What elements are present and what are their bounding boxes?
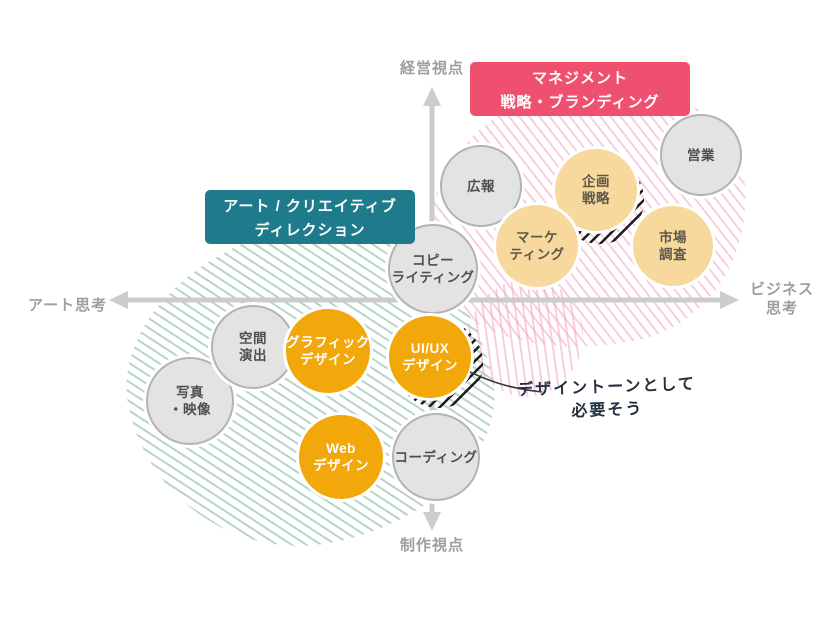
node-coding: コーディング xyxy=(392,413,480,501)
node-label-photo-video: 写真・映像 xyxy=(169,385,211,417)
node-label-sales: 営業 xyxy=(687,147,715,163)
node-market-research: 市場調査 xyxy=(630,203,716,289)
badge-art-creative-direction: アート / クリエイティブ ディレクション xyxy=(205,190,415,244)
annotation-line1: デザイントーンとして xyxy=(516,375,697,400)
node-label-graphic-design: グラフィックデザイン xyxy=(286,335,370,367)
axis-label-right: ビジネス 思考 xyxy=(742,280,822,318)
node-label-pr: 広報 xyxy=(467,178,495,194)
node-label-coding: コーディング xyxy=(394,449,478,465)
node-label-marketing: マーケティング xyxy=(509,230,565,262)
axis-label-right-line1: ビジネス xyxy=(749,281,814,298)
node-label-market-research: 市場調査 xyxy=(659,230,687,262)
node-label-space-direction: 空間演出 xyxy=(239,331,267,363)
axis-label-bottom: 制作視点 xyxy=(399,537,465,554)
node-sales: 営業 xyxy=(660,114,742,196)
axis-label-right-line2: 思考 xyxy=(765,300,798,317)
axis-label-top: 経営視点 xyxy=(399,60,465,77)
badge-mgmt-line1: マネジメント xyxy=(531,69,628,87)
badge-art-line2: ディレクション xyxy=(254,221,366,239)
axis-label-left: アート思考 xyxy=(28,297,108,314)
node-graphic-design: グラフィックデザイン xyxy=(283,306,373,396)
badge-art-line1: アート / クリエイティブ xyxy=(223,197,397,215)
badge-mgmt-line2: 戦略・ブランディング xyxy=(500,93,660,111)
badge-management-strategy-branding: マネジメント 戦略・ブランディング xyxy=(470,62,690,116)
annotation-line2: 必要そう xyxy=(571,400,644,421)
node-photo-video: 写真・映像 xyxy=(146,357,234,445)
annotation-note: デザイントーンとして 必要そう xyxy=(511,373,702,426)
node-label-copywriting: コピーライティング xyxy=(391,253,475,285)
node-label-planning-strategy: 企画戦略 xyxy=(582,174,610,206)
node-marketing: マーケティング xyxy=(493,202,581,290)
